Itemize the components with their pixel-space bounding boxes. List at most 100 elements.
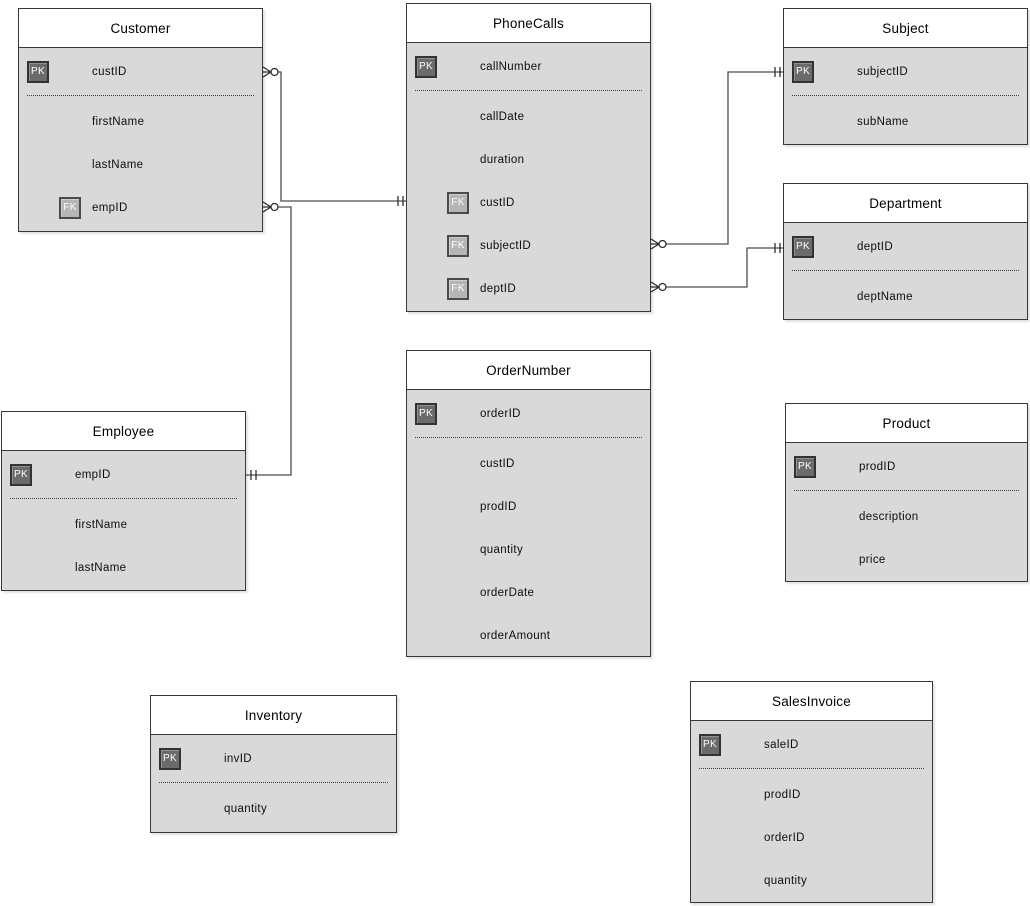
field-row-subjectID[interactable]: PK subjectID (784, 48, 1027, 95)
field-row-lastName[interactable]: lastName (2, 546, 245, 589)
pk-separator (415, 437, 642, 438)
field-row-callNumber[interactable]: PK callNumber (407, 43, 650, 90)
field-row-subjectID[interactable]: FK subjectID (407, 224, 650, 267)
one-and-only-one-ticks-icon (774, 67, 781, 77)
connector-line (666, 71, 783, 245)
field-row-orderDate[interactable]: orderDate (407, 571, 650, 614)
many-crowfoot-icon (262, 66, 272, 78)
field-row-deptID[interactable]: FK deptID (407, 267, 650, 310)
entity-fields: PK invID quantity (151, 735, 396, 832)
connector-line (278, 71, 406, 202)
field-row-subName[interactable]: subName (784, 100, 1027, 143)
field-row-empID[interactable]: FK empID (19, 186, 262, 229)
fk-badge: FK (447, 191, 469, 214)
field-row-lastName[interactable]: lastName (19, 143, 262, 186)
field-label: prodID (764, 788, 801, 801)
entity-title: Product (786, 404, 1027, 443)
entity-table-employee[interactable]: Employee PK empID firstName lastName (1, 411, 246, 591)
connector-customer-employee[interactable] (246, 201, 292, 480)
field-label: lastName (75, 561, 127, 574)
entity-table-inventory[interactable]: Inventory PK invID quantity (150, 695, 397, 833)
field-row-custID[interactable]: FK custID (407, 181, 650, 224)
field-row-orderAmount[interactable]: orderAmount (407, 614, 650, 656)
entity-title: SalesInvoice (691, 682, 932, 721)
entity-title: Inventory (151, 696, 396, 735)
connector-phonecalls-subject[interactable] (650, 67, 783, 250)
pk-badge: PK (699, 733, 721, 756)
entity-table-department[interactable]: Department PK deptID deptName (783, 183, 1028, 320)
connector-phonecalls-department[interactable] (650, 243, 783, 293)
field-label: quantity (224, 802, 268, 815)
entity-fields: PK custID firstName lastName FK empID (19, 48, 262, 231)
field-row-price[interactable]: price (786, 538, 1027, 581)
field-label: description (859, 510, 919, 523)
field-label: custID (480, 457, 515, 470)
field-row-orderID[interactable]: PK orderID (407, 390, 650, 437)
many-crowfoot-icon (650, 281, 660, 293)
field-label: saleID (764, 738, 799, 751)
fk-badge: FK (447, 234, 469, 257)
field-label: quantity (764, 874, 808, 887)
entity-table-phonecalls[interactable]: PhoneCalls PK callNumber callDate durati… (406, 3, 651, 312)
field-row-duration[interactable]: duration (407, 138, 650, 181)
optional-circle-icon (270, 202, 279, 212)
field-row-prodID[interactable]: prodID (407, 485, 650, 528)
entity-fields: PK subjectID subName (784, 48, 1027, 144)
optional-circle-icon (270, 67, 279, 77)
field-row-callDate[interactable]: callDate (407, 95, 650, 138)
optional-circle-icon (658, 282, 667, 292)
field-label: callDate (480, 110, 525, 123)
field-row-deptID[interactable]: PK deptID (784, 223, 1027, 270)
field-row-deptName[interactable]: deptName (784, 275, 1027, 318)
field-label: prodID (480, 500, 517, 513)
field-row-orderID[interactable]: orderID (691, 816, 932, 859)
entity-title: OrderNumber (407, 351, 650, 390)
field-row-custID[interactable]: PK custID (19, 48, 262, 95)
entity-table-salesinvoice[interactable]: SalesInvoice PK saleID prodID orderID qu… (690, 681, 933, 903)
field-row-quantity[interactable]: quantity (151, 787, 396, 830)
entity-table-product[interactable]: Product PK prodID description price (785, 403, 1028, 582)
field-row-firstName[interactable]: firstName (2, 503, 245, 546)
connector-line (666, 247, 783, 288)
pk-badge: PK (27, 60, 49, 83)
field-row-invID[interactable]: PK invID (151, 735, 396, 782)
many-crowfoot-icon (650, 238, 660, 250)
pk-separator (27, 95, 254, 96)
connector-customer-phonecalls[interactable] (262, 66, 406, 206)
entity-table-customer[interactable]: Customer PK custID firstName lastName FK… (18, 8, 263, 232)
field-label: price (859, 553, 886, 566)
entity-table-ordernumber[interactable]: OrderNumber PK orderID custID prodID qua… (406, 350, 651, 657)
field-row-custID[interactable]: custID (407, 442, 650, 485)
field-row-prodID[interactable]: PK prodID (786, 443, 1027, 490)
field-label: orderID (764, 831, 805, 844)
entity-title: PhoneCalls (407, 4, 650, 43)
one-and-only-one-ticks-icon (250, 470, 257, 480)
entity-fields: PK callNumber callDate duration FK custI… (407, 43, 650, 311)
one-and-only-one-ticks-icon (397, 196, 404, 206)
pk-badge: PK (792, 235, 814, 258)
optional-circle-icon (658, 239, 667, 249)
field-row-firstName[interactable]: firstName (19, 100, 262, 143)
entity-fields: PK deptID deptName (784, 223, 1027, 319)
field-label: orderAmount (480, 629, 551, 642)
field-row-prodID[interactable]: prodID (691, 773, 932, 816)
pk-separator (159, 782, 388, 783)
entity-fields: PK empID firstName lastName (2, 451, 245, 590)
field-label: deptID (857, 240, 893, 253)
field-label: quantity (480, 543, 524, 556)
entity-fields: PK prodID description price (786, 443, 1027, 581)
entity-fields: PK saleID prodID orderID quantity (691, 721, 932, 902)
entity-title: Subject (784, 9, 1027, 48)
pk-badge: PK (415, 402, 437, 425)
field-row-quantity[interactable]: quantity (691, 859, 932, 902)
entity-table-subject[interactable]: Subject PK subjectID subName (783, 8, 1028, 145)
connector-line (246, 206, 292, 476)
one-and-only-one-ticks-icon (774, 243, 781, 253)
field-row-quantity[interactable]: quantity (407, 528, 650, 571)
entity-fields: PK orderID custID prodID quantity orderD… (407, 390, 650, 656)
field-row-empID[interactable]: PK empID (2, 451, 245, 498)
field-row-saleID[interactable]: PK saleID (691, 721, 932, 768)
entity-title: Department (784, 184, 1027, 223)
field-row-description[interactable]: description (786, 495, 1027, 538)
